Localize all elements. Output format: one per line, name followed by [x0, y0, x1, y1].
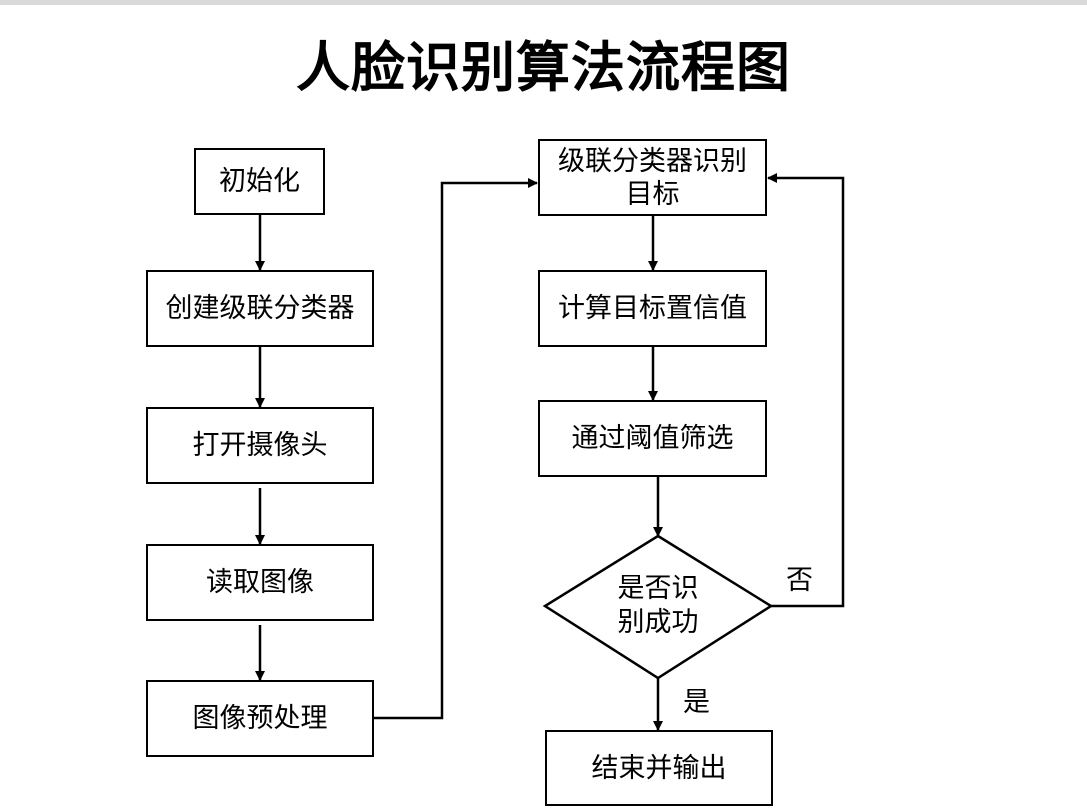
- node-create-cascade: 创建级联分类器: [146, 270, 374, 347]
- node-init: 初始化: [194, 148, 325, 215]
- node-open-camera: 打开摄像头: [146, 407, 374, 484]
- diagram-title: 人脸识别算法流程图: [296, 36, 791, 99]
- node-threshold: 通过阈值筛选: [538, 400, 767, 477]
- decision-text: 是否识 别成功: [617, 573, 699, 638]
- node-end: 结束并输出: [545, 730, 773, 806]
- edge-label-yes: 是: [683, 687, 710, 718]
- edge-label-no: 否: [786, 565, 813, 596]
- decision-diamond: [542, 534, 774, 680]
- node-confidence: 计算目标置信值: [538, 270, 767, 347]
- node-preprocess: 图像预处理: [146, 680, 374, 757]
- arrow-no-loop: [767, 173, 845, 608]
- node-read-image: 读取图像: [146, 544, 374, 621]
- arrow-preprocess-to-cascade: [374, 178, 538, 720]
- node-cascade-detect: 级联分类器识别目标: [538, 139, 767, 216]
- top-border: [0, 0, 1087, 5]
